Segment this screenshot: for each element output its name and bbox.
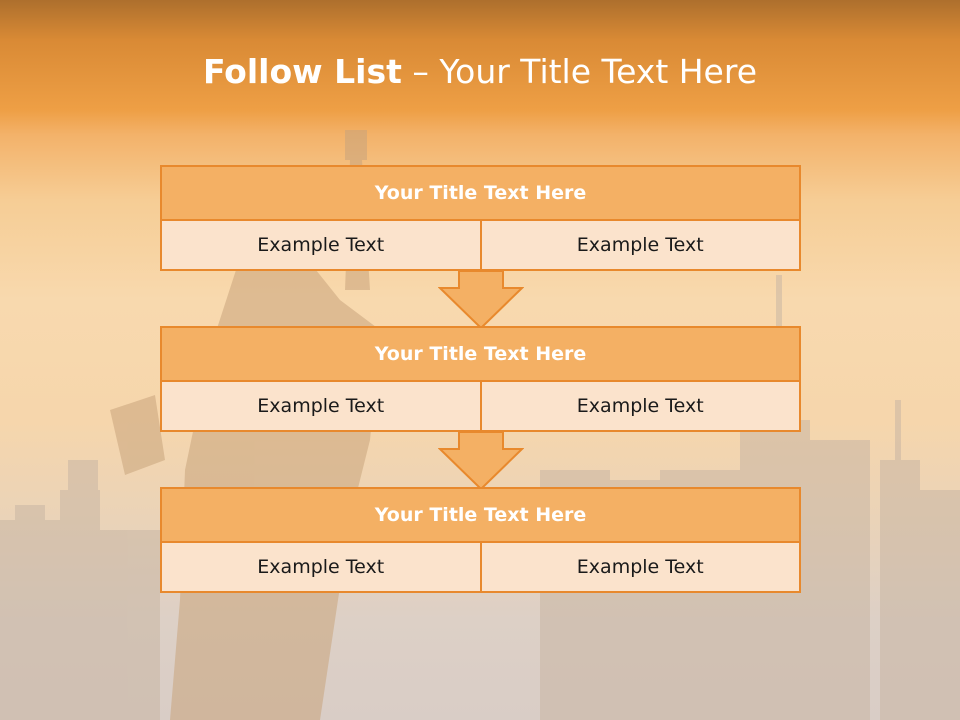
block-2-row: Example Text Example Text [160, 382, 801, 432]
block-1-right-cell: Example Text [481, 221, 801, 271]
down-arrow-icon [438, 431, 524, 491]
title-rest: – Your Title Text Here [412, 52, 758, 91]
block-3-header: Your Title Text Here [160, 487, 801, 543]
title-bold: Follow List [202, 52, 402, 91]
list-block-1: Your Title Text Here Example Text Exampl… [160, 165, 801, 271]
block-3-right-cell: Example Text [481, 543, 801, 593]
block-2-left-cell: Example Text [160, 382, 482, 432]
list-block-2: Your Title Text Here Example Text Exampl… [160, 326, 801, 432]
block-3-row: Example Text Example Text [160, 543, 801, 593]
block-3-left-cell: Example Text [160, 543, 482, 593]
list-block-3: Your Title Text Here Example Text Exampl… [160, 487, 801, 593]
block-2-right-cell: Example Text [481, 382, 801, 432]
block-2-header: Your Title Text Here [160, 326, 801, 382]
block-1-header: Your Title Text Here [160, 165, 801, 221]
slide-title: Follow List – Your Title Text Here [0, 52, 960, 91]
block-1-row: Example Text Example Text [160, 221, 801, 271]
down-arrow-icon [438, 270, 524, 330]
block-1-left-cell: Example Text [160, 221, 482, 271]
